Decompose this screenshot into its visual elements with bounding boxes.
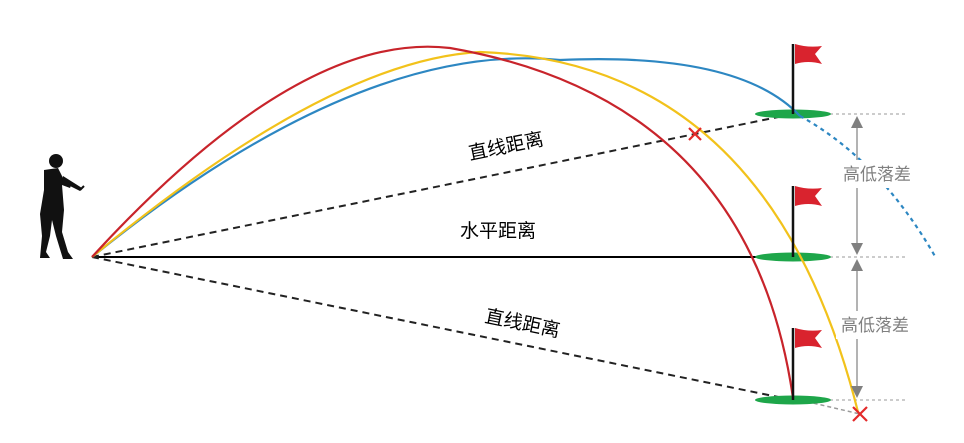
arrow-up-icon <box>851 259 863 271</box>
straight-distance-label-upper: 直线距离 <box>467 128 546 165</box>
straight-distance-label-lower: 直线距离 <box>483 305 562 342</box>
red-trajectory <box>91 45 795 399</box>
flag-icon <box>791 44 822 114</box>
yellow-trajectory <box>91 50 860 413</box>
horizontal-distance-label: 水平距离 <box>460 220 536 242</box>
elevation-label-lower: 高低落差 <box>841 316 909 336</box>
golfer-silhouette-icon <box>40 154 85 259</box>
arrow-down-icon <box>851 243 863 255</box>
flag-icon <box>791 328 822 400</box>
straight-distance-line-lower <box>91 256 794 401</box>
elevation-label-upper: 高低落差 <box>843 165 911 185</box>
arrow-up-icon <box>851 116 863 128</box>
blue-trajectory <box>91 57 801 258</box>
flag-icon <box>791 186 822 257</box>
arrow-down-icon <box>851 386 863 398</box>
cross-marker-icon <box>852 406 868 422</box>
cross-marker-icon <box>688 127 702 141</box>
straight-distance-line-upper <box>91 113 794 258</box>
